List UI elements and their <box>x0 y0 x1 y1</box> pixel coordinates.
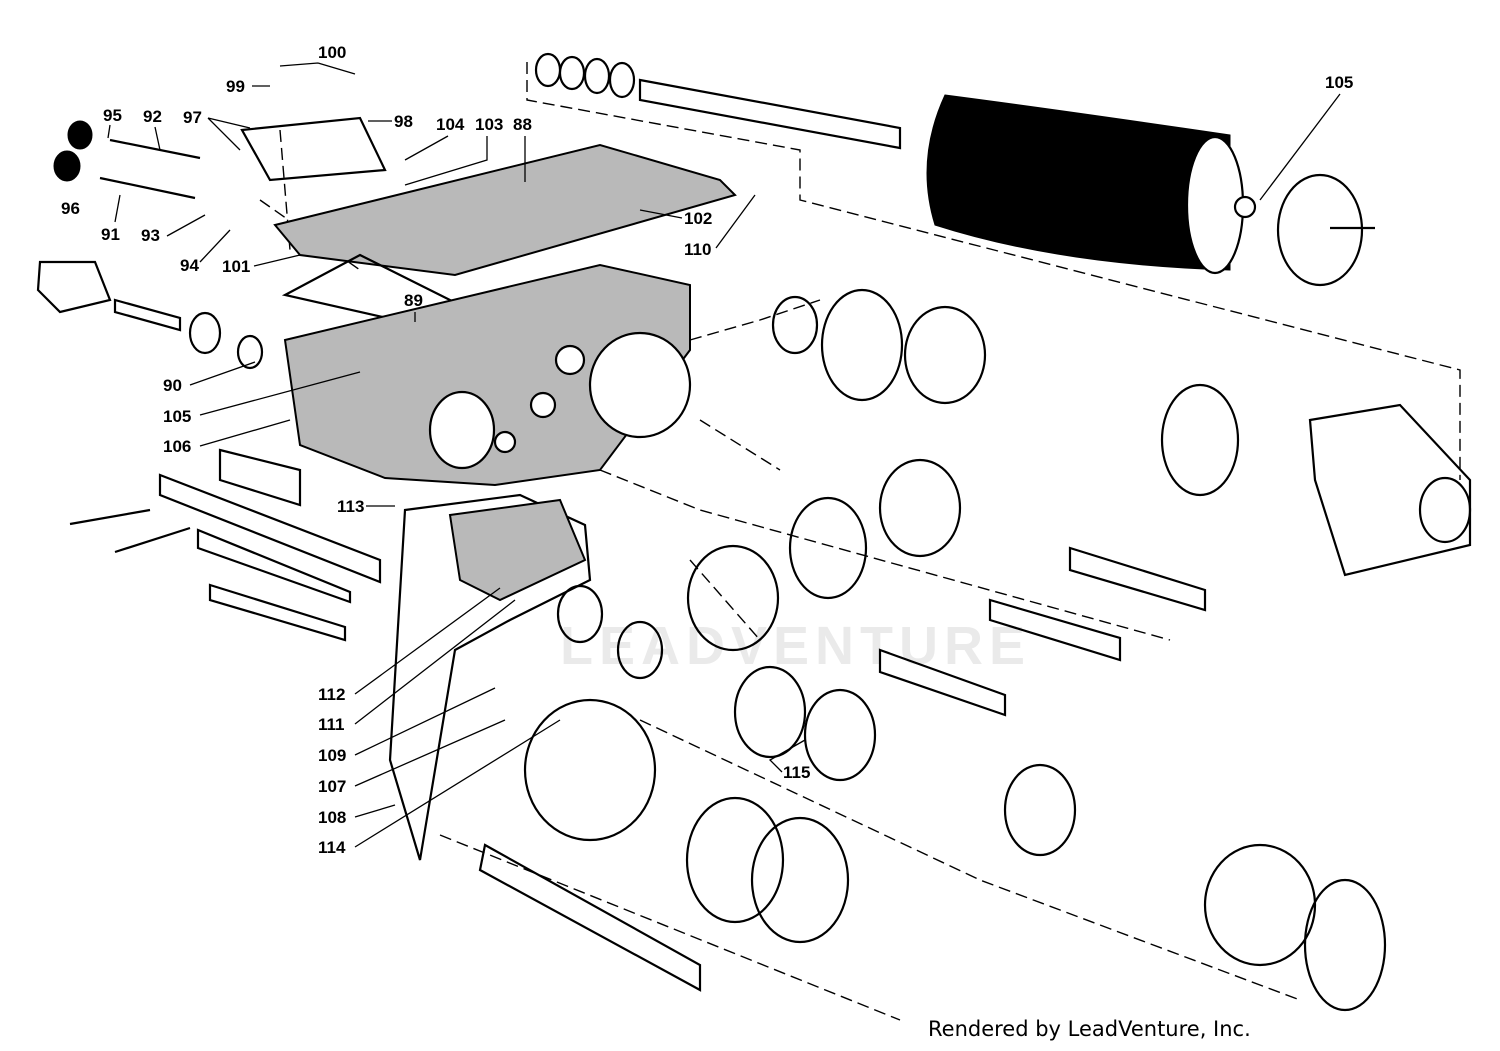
callout-89: 89 <box>404 291 423 310</box>
callout-97: 97 <box>183 108 202 127</box>
coupling <box>556 584 604 644</box>
end-flange <box>1160 383 1240 497</box>
callout-99: 99 <box>226 77 245 96</box>
countershaft-2 <box>988 598 1122 662</box>
left-input-shaft <box>113 298 182 332</box>
callout-95: 95 <box>103 106 122 125</box>
planetary-hub-assembly <box>771 288 1472 577</box>
callout-93: 93 <box>141 226 160 245</box>
callout-113: 113 <box>337 497 364 516</box>
clutch-pulley <box>523 698 657 842</box>
callout-112: 112 <box>318 685 345 704</box>
cover-gasket <box>240 116 387 182</box>
drum-cover-plate <box>1276 173 1364 287</box>
callout-100: 100 <box>318 43 346 62</box>
callout-107: 107 <box>318 777 346 796</box>
callout-105-drum: 105 <box>1325 73 1353 92</box>
callout-109: 109 <box>318 746 346 765</box>
lower-bracket-parts <box>69 448 382 642</box>
callouts: 100 99 98 97 95 92 104 103 88 105 96 91 … <box>61 43 1353 857</box>
main-bearing <box>1003 763 1077 857</box>
ring-gear-teeth <box>820 288 904 402</box>
callout-96: 96 <box>61 199 80 218</box>
planet-carrier <box>903 305 987 405</box>
callout-94: 94 <box>180 256 199 275</box>
drum-nut <box>1233 195 1257 219</box>
callout-105-housing: 105 <box>163 407 191 426</box>
rendered-by-credit: Rendered by LeadVenture, Inc. <box>928 1017 1251 1041</box>
bearing-housing <box>1203 843 1317 967</box>
clutch-drum-2 <box>750 816 850 944</box>
retaining-ring <box>1303 878 1387 1012</box>
hub-bearing <box>771 295 819 355</box>
clutch-shaft <box>478 843 702 992</box>
left-pinion <box>236 334 264 370</box>
knob-lower <box>53 150 81 182</box>
roller-drum <box>926 94 1231 271</box>
chain-case-cover <box>388 493 592 861</box>
callout-104: 104 <box>436 115 465 134</box>
roller-shaft <box>638 78 902 150</box>
callout-110: 110 <box>684 240 711 259</box>
callout-108: 108 <box>318 808 346 827</box>
callout-90: 90 <box>163 376 182 395</box>
callout-98: 98 <box>394 112 413 131</box>
left-flange <box>36 260 112 314</box>
clutch-drum-1 <box>685 796 785 924</box>
leadventure-watermark: LEADVENTURE <box>560 616 1032 676</box>
countershaft-3 <box>878 648 1007 717</box>
callout-106: 106 <box>163 437 191 456</box>
callout-103: 103 <box>475 115 503 134</box>
gearbox-housing <box>283 263 692 487</box>
callout-102: 102 <box>684 209 712 228</box>
spur-gear-train <box>686 458 1207 717</box>
top-cover <box>273 143 737 277</box>
spur-gear-b <box>878 458 962 558</box>
left-bearing <box>188 311 222 355</box>
callout-111: 111 <box>318 715 345 734</box>
callout-115: 115 <box>783 763 810 782</box>
callout-92: 92 <box>143 107 162 126</box>
drive-gear <box>616 620 664 680</box>
callout-88: 88 <box>513 115 532 134</box>
ball-bearing <box>733 665 807 759</box>
callout-114: 114 <box>318 838 346 857</box>
shaft-seal-rings <box>534 52 636 99</box>
spur-gear-a <box>788 496 868 600</box>
countershaft-1 <box>1068 546 1207 612</box>
callout-91: 91 <box>101 225 120 244</box>
roller-drum-assembly <box>534 52 1375 287</box>
knob-upper <box>67 120 93 150</box>
spur-gear-c <box>686 544 780 652</box>
output-housing <box>1308 403 1472 577</box>
left-end-parts <box>36 120 264 370</box>
callout-101: 101 <box>222 257 250 276</box>
clutch-pulley-assembly <box>478 584 1387 1012</box>
bearing-cup <box>803 688 877 782</box>
